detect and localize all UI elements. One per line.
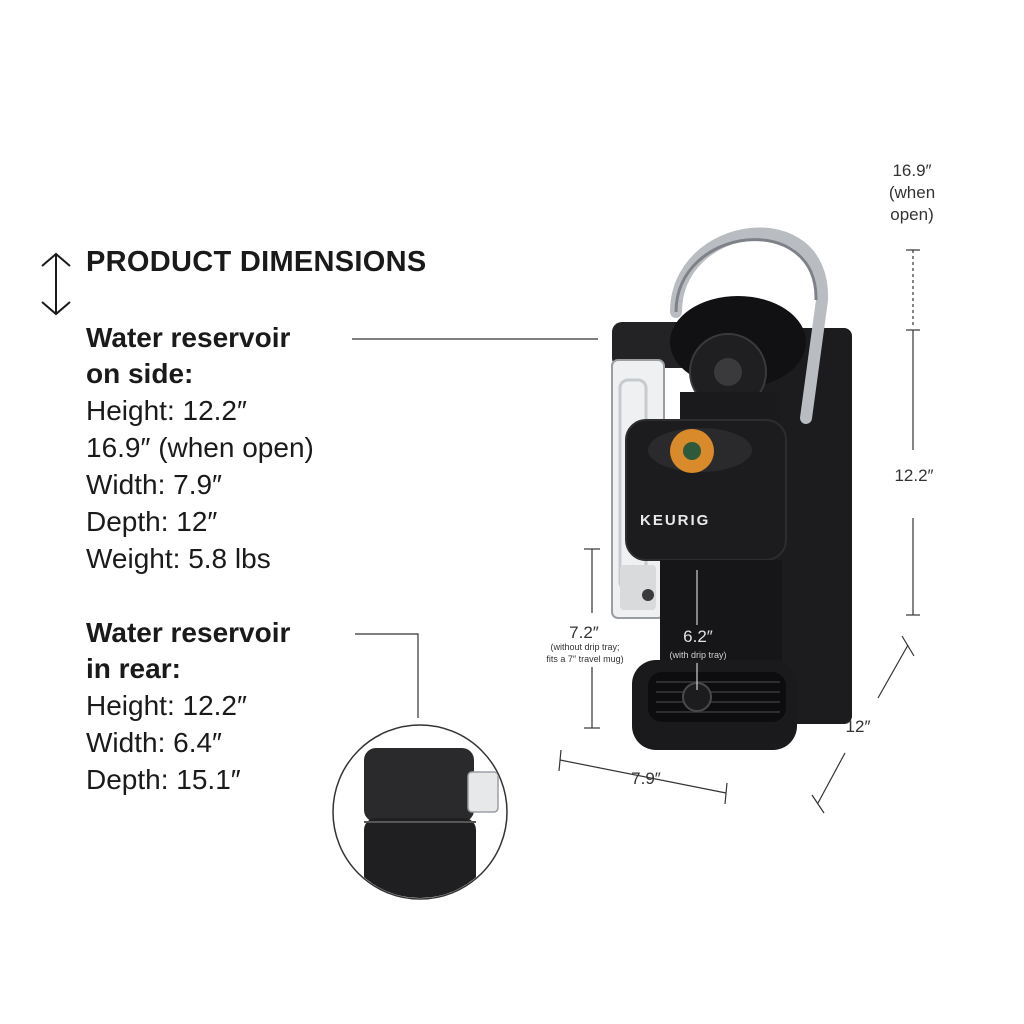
mug-clearance-note-1: (without drip tray; <box>550 642 620 652</box>
rear-leader-line <box>355 633 419 718</box>
brand-logo: KEURIG <box>640 512 711 529</box>
side-spec-weight: Weight: 5.8 lbs <box>86 543 271 574</box>
cup-clearance-note: (with drip tray) <box>669 650 727 660</box>
side-spec-height: Height: 12.2″ <box>86 395 247 426</box>
rear-reservoir-heading-1: Water reservoir <box>86 617 291 648</box>
vertical-double-arrow-icon <box>36 252 76 316</box>
side-reservoir-heading-2: on side: <box>86 358 194 389</box>
open-height-value: 16.9″ <box>892 161 932 180</box>
depth-label: 12″ <box>845 717 871 736</box>
side-reservoir-heading-1: Water reservoir <box>86 322 291 353</box>
rear-reservoir-spec: Water reservoir in rear: Height: 12.2″ W… <box>86 615 386 798</box>
width-label: 7.9″ <box>631 769 661 788</box>
side-reservoir-spec: Water reservoir on side: Height: 12.2″ 1… <box>86 320 386 577</box>
rear-spec-width: Width: 6.4″ <box>86 727 222 758</box>
open-height-label: 16.9″ (when open) <box>872 160 952 226</box>
open-height-note-1: (when <box>888 183 936 202</box>
mug-clearance-label: 7.2″ <box>569 623 599 642</box>
depth-dimension-line <box>877 644 909 699</box>
height-label: 12.2″ <box>894 466 934 485</box>
rear-reservoir-heading-2: in rear: <box>86 653 181 684</box>
width-dimension-line <box>559 759 727 794</box>
side-spec-width: Width: 7.9″ <box>86 469 222 500</box>
rear-spec-height: Height: 12.2″ <box>86 690 247 721</box>
side-spec-open-height: 16.9″ (when open) <box>86 432 314 463</box>
mug-clearance-note-2: fits a 7″ travel mug) <box>546 654 624 664</box>
open-height-note-2: open) <box>890 205 934 224</box>
side-spec-depth: Depth: 12″ <box>86 506 218 537</box>
rear-spec-depth: Depth: 15.1″ <box>86 764 241 795</box>
page-title: PRODUCT DIMENSIONS <box>86 246 427 278</box>
cup-clearance-label: 6.2″ <box>683 627 713 646</box>
